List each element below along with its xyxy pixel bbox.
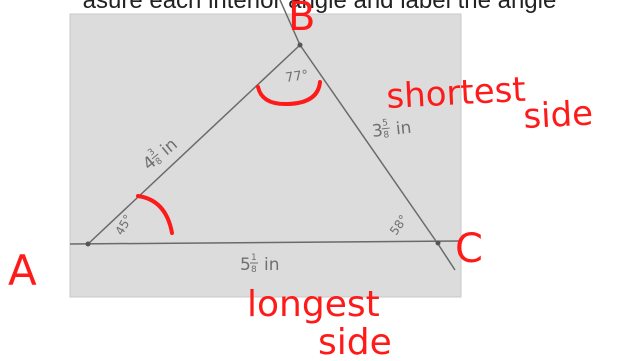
side-ab-line xyxy=(87,44,301,245)
side-bc-extension xyxy=(437,243,456,271)
svg-text:8: 8 xyxy=(383,130,390,141)
svg-text:5: 5 xyxy=(382,118,389,129)
shortest-annotation-line2: side xyxy=(522,93,594,137)
longest-annotation-line1: longest xyxy=(247,284,380,325)
vertex-a-dot xyxy=(85,241,91,247)
side-bc-line xyxy=(299,44,439,245)
side-ab-extension xyxy=(279,0,301,46)
angle-b-label: 77° xyxy=(284,68,309,86)
svg-text:3: 3 xyxy=(371,121,384,142)
angle-b-arc-mark xyxy=(256,80,322,107)
svg-text:3: 3 xyxy=(146,147,157,158)
longest-annotation-line2: side xyxy=(318,322,392,361)
svg-text:8: 8 xyxy=(251,265,257,275)
svg-text:in: in xyxy=(395,118,413,140)
instruction-header: asure each interior angle and label the … xyxy=(82,0,557,14)
svg-text:5: 5 xyxy=(240,255,251,275)
vertex-a-letter: A xyxy=(8,246,37,295)
side-ac-measure: 5 1 8 in xyxy=(240,253,280,275)
svg-text:in: in xyxy=(264,255,280,275)
side-ac-line xyxy=(69,240,462,245)
svg-text:1: 1 xyxy=(251,253,257,263)
vertex-c-dot xyxy=(435,240,441,246)
svg-text:8: 8 xyxy=(154,156,165,168)
shortest-annotation-line1: shortest xyxy=(385,70,526,117)
angle-a-arc-mark xyxy=(136,194,174,235)
paper-photo xyxy=(70,14,461,297)
vertex-b-letter: B xyxy=(288,0,315,40)
vertex-c-letter: C xyxy=(455,226,483,272)
vertex-b-dot xyxy=(297,42,303,48)
side-bc-measure: 3 5 8 in xyxy=(371,118,413,142)
